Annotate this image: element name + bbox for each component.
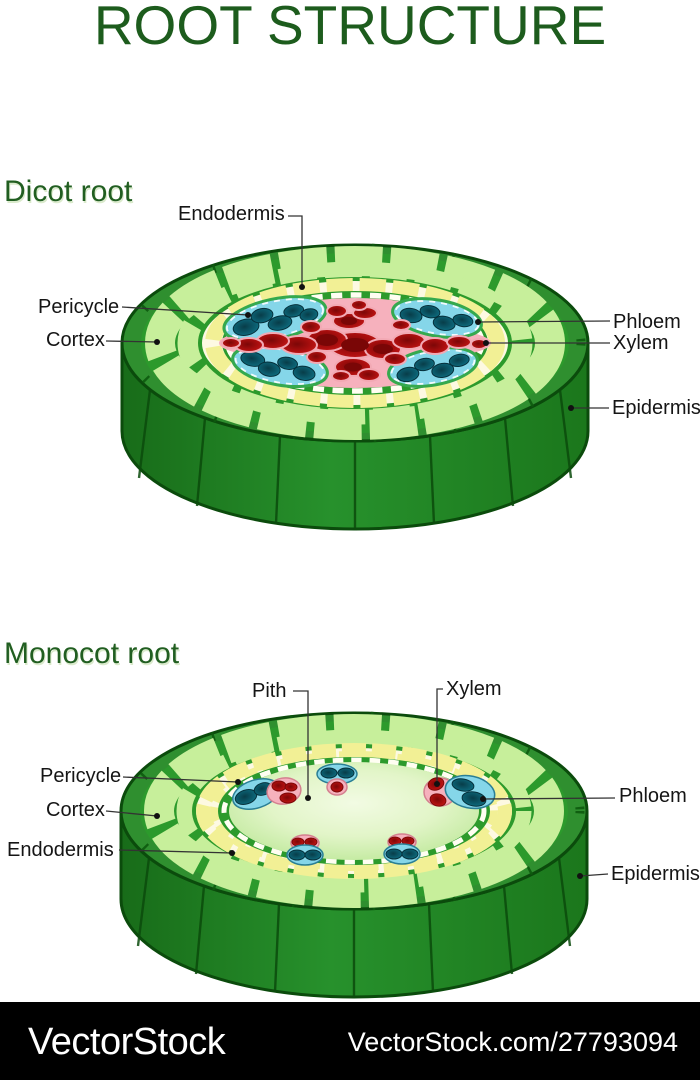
monocot-section-heading: Monocot root	[4, 637, 180, 670]
label-monocot-xylem: Xylem	[446, 678, 502, 700]
label-monocot-pericycle: Pericycle	[40, 765, 122, 787]
dicot-section-heading: Dicot root	[4, 175, 133, 208]
pointer-monocot-cortex	[105, 810, 158, 817]
dicot-root-diagram	[122, 245, 588, 529]
label-monocot-endodermis: Endodermis	[7, 839, 114, 861]
pointer-dicot-cortex	[105, 340, 158, 343]
watermark-url: VectorStock.com/27793094	[347, 1027, 678, 1057]
monocot-root-diagram	[121, 713, 587, 997]
label-monocot-epidermis: Epidermis	[611, 863, 700, 885]
label-dicot-xylem: Xylem	[613, 332, 669, 354]
label-dicot-phloem: Phloem	[613, 311, 681, 333]
pointer-dicot-phloem	[477, 320, 611, 323]
pointer-monocot-xylem	[436, 688, 443, 784]
pointer-dicot-endodermis	[288, 215, 303, 287]
label-monocot-cortex: Cortex	[46, 799, 105, 821]
watermark-bar: VectorStock VectorStock.com/27793094	[0, 1002, 700, 1080]
pointer-monocot-endodermis	[118, 849, 233, 854]
watermark-brand: VectorStock	[28, 1021, 226, 1063]
pointer-monocot-phloem	[482, 797, 616, 800]
pointer-monocot-epidermis	[579, 873, 609, 877]
label-monocot-phloem: Phloem	[619, 785, 687, 807]
pointer-monocot-pith	[293, 690, 309, 798]
label-dicot-pericycle: Pericycle	[38, 296, 120, 318]
label-monocot-pith: Pith	[252, 680, 287, 702]
label-dicot-cortex: Cortex	[46, 329, 105, 351]
pointer-monocot-pericycle	[122, 776, 239, 783]
label-dicot-epidermis: Epidermis	[612, 397, 700, 419]
pointer-dicot-pericycle	[121, 306, 249, 316]
pointer-dots	[154, 284, 583, 879]
pointer-lines	[105, 215, 616, 877]
label-dicot-endodermis: Endodermis	[178, 203, 285, 225]
page-title: ROOT STRUCTURE	[93, 0, 607, 56]
